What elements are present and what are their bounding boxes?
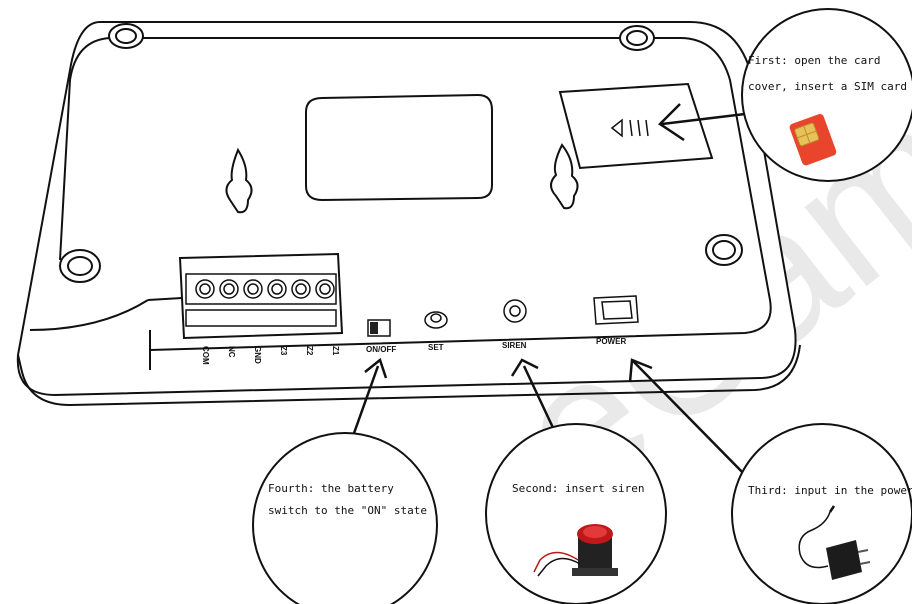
terminal-screw-head [320, 284, 330, 294]
sim-card-cover [560, 84, 712, 168]
terminal-label-z1: Z1 [331, 346, 340, 356]
device-body [18, 22, 800, 405]
terminal-label-z3: Z3 [279, 346, 288, 356]
onoff-label: ON/OFF [366, 345, 396, 354]
callout-second: Second: insert siren [486, 424, 666, 604]
callout-first: First: open the card cover, insert a SIM… [742, 9, 912, 181]
terminal-label-z2: Z2 [305, 346, 314, 356]
siren-jack[interactable] [504, 300, 526, 322]
callout-second-line1: Second: insert siren [512, 482, 644, 495]
terminal-screw-head [248, 284, 258, 294]
set-label: SET [428, 343, 444, 352]
terminal-screw-head [296, 284, 306, 294]
terminal-screw-head [272, 284, 282, 294]
callout-first-line2: cover, insert a SIM card [748, 80, 907, 93]
label-panel [306, 95, 492, 200]
set-button[interactable] [425, 312, 447, 328]
callout-third: Third: input in the power [732, 424, 912, 604]
callout-fourth: Fourth: the battery switch to the "ON" s… [253, 433, 437, 604]
terminal-block [180, 254, 342, 338]
power-label: POWER [596, 337, 626, 346]
siren-label: SIREN [502, 341, 527, 350]
terminal-label-com: COM [201, 346, 210, 365]
terminal-screw-head [224, 284, 234, 294]
callout-third-line1: Third: input in the power [748, 484, 912, 497]
terminal-label-nc: NC [227, 346, 236, 358]
terminal-screw-head [200, 284, 210, 294]
onoff-switch[interactable] [368, 320, 390, 336]
callout-fourth-line1: Fourth: the battery [268, 482, 394, 495]
callout-fourth-line2: switch to the "ON" state [268, 504, 427, 517]
callout-first-line1: First: open the card [748, 54, 880, 67]
terminal-label-gnd: GND [253, 346, 262, 364]
power-jack[interactable] [594, 296, 638, 324]
